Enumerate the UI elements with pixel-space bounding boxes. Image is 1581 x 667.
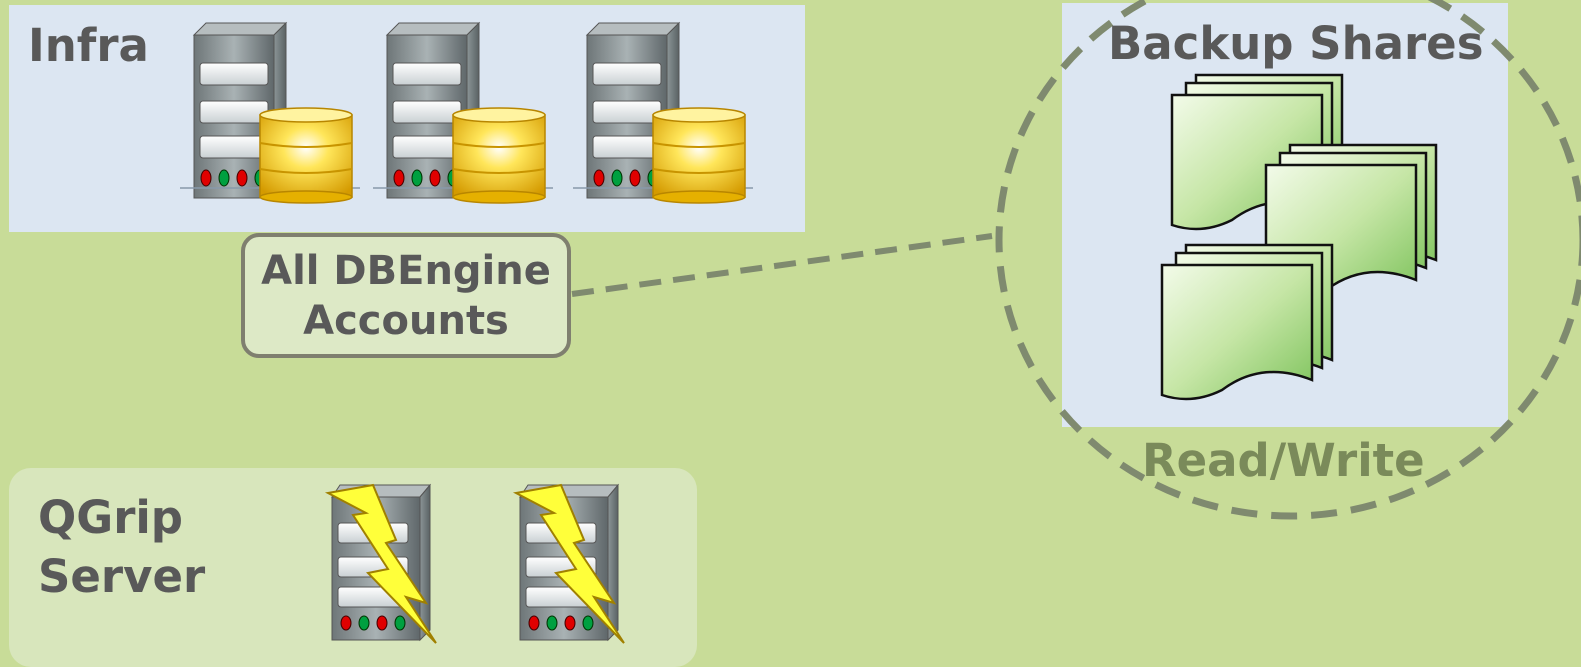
lightning-server-icon xyxy=(327,484,437,644)
qgrip-server-title: QGrip Server xyxy=(38,491,206,603)
access-connector-line xyxy=(571,233,993,297)
lightning-server-icon xyxy=(515,484,625,644)
backup-scope-circle xyxy=(995,0,1581,520)
dbengine-accounts-label: All DBEngine Accounts xyxy=(261,247,551,344)
infra-title: Infra xyxy=(28,19,149,72)
dbengine-accounts-box: All DBEngine Accounts xyxy=(241,233,571,358)
access-mode-label: Read/Write xyxy=(1142,434,1425,487)
db-server-icon xyxy=(179,22,361,204)
document-stack-icon xyxy=(1160,243,1334,401)
db-server-icon xyxy=(372,22,554,204)
db-server-icon xyxy=(572,22,754,204)
backup-shares-title: Backup Shares xyxy=(1108,17,1484,70)
